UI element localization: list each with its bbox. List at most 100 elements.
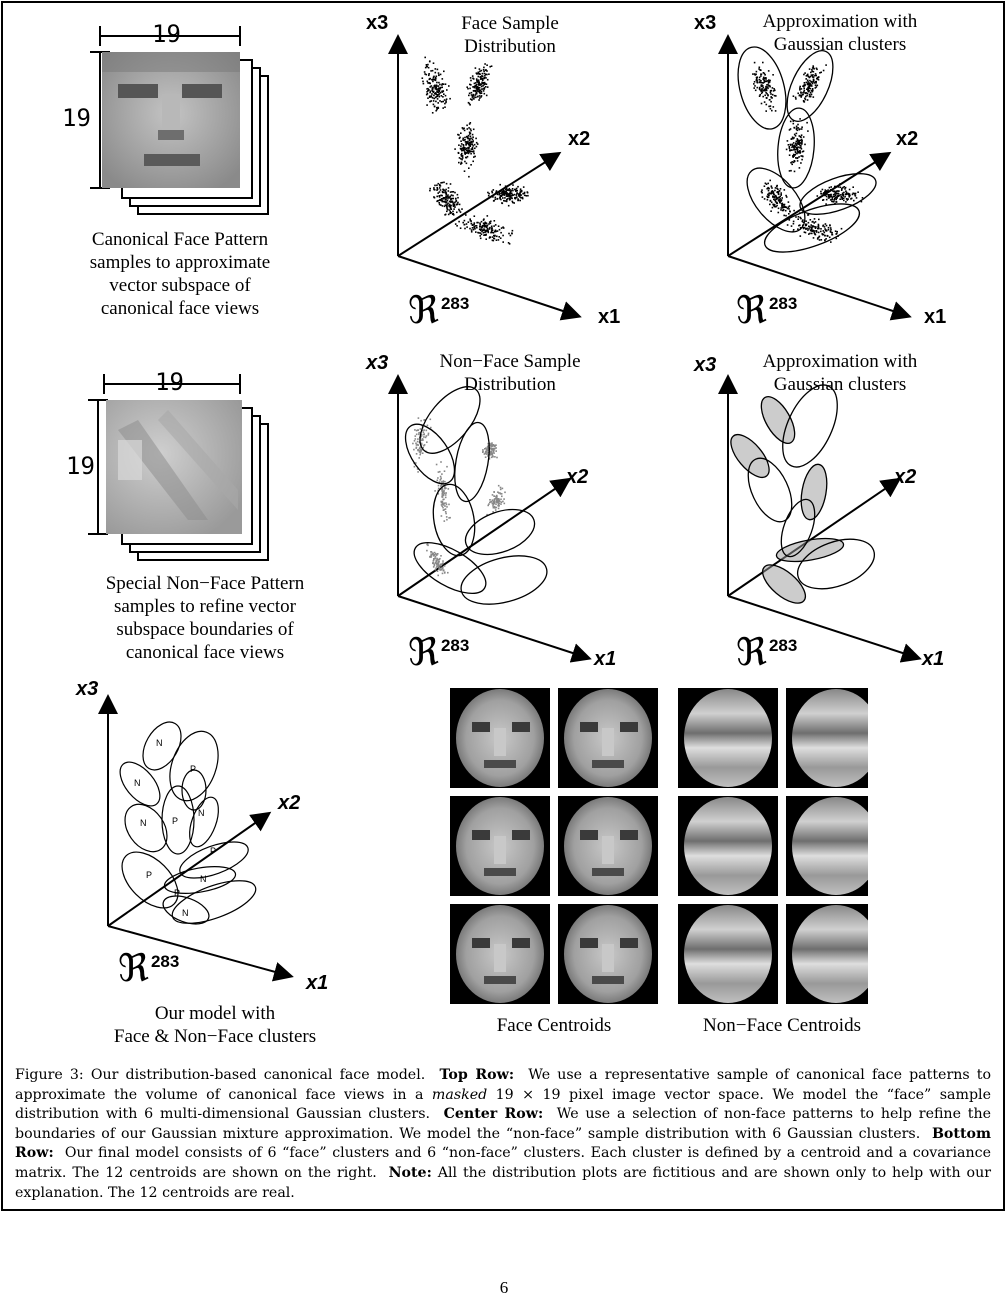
scatter-dot xyxy=(814,74,816,77)
scatter-dot xyxy=(816,68,818,71)
scatter-dot xyxy=(436,106,438,109)
scatter-dot xyxy=(446,203,448,206)
scatter-dot xyxy=(501,194,504,196)
nonface-approx-axes xyxy=(718,374,922,663)
scatter-dot xyxy=(817,227,819,230)
scatter-dot xyxy=(764,74,766,76)
scatter-dot xyxy=(486,225,488,228)
scatter-dot xyxy=(835,190,838,192)
scatter-dot xyxy=(417,438,419,440)
scatter-dot xyxy=(468,149,471,152)
scatter-dot xyxy=(503,502,506,505)
scatter-dot xyxy=(504,185,507,187)
scatter-dot xyxy=(827,197,830,199)
scatter-dot xyxy=(444,200,446,203)
scatter-dot xyxy=(428,95,431,98)
scatter-dot xyxy=(438,87,440,90)
scatter-dot xyxy=(792,137,794,140)
scatter-dot xyxy=(844,193,847,196)
scatter-dot xyxy=(817,236,820,239)
scatter-dot xyxy=(490,231,493,233)
scatter-dot xyxy=(436,184,438,187)
scatter-dot xyxy=(491,448,493,451)
scatter-dot xyxy=(835,198,837,201)
scatter-dot xyxy=(831,196,834,199)
scatter-dot xyxy=(762,89,765,92)
scatter-dot xyxy=(448,209,451,211)
scatter-dot xyxy=(857,191,859,193)
scatter-dot xyxy=(468,147,470,149)
scatter-dot xyxy=(799,146,801,149)
scatter-dot xyxy=(438,90,441,93)
scatter-dot xyxy=(780,209,782,211)
scatter-dot xyxy=(835,192,837,194)
scatter-dot xyxy=(814,227,817,229)
scatter-dot xyxy=(469,122,472,124)
scatter-dot xyxy=(806,94,808,97)
scatter-dot xyxy=(835,237,838,240)
scatter-dot xyxy=(812,229,814,232)
scatter-dot xyxy=(830,195,833,198)
scatter-dot xyxy=(468,137,470,140)
scatter-dot xyxy=(489,454,492,456)
scatter-dot xyxy=(471,96,474,98)
scatter-dot xyxy=(432,62,435,64)
scatter-dot xyxy=(492,500,494,503)
scatter-dot xyxy=(830,228,832,231)
scatter-dot xyxy=(762,82,765,84)
scatter-dot xyxy=(509,234,512,237)
scatter-dot xyxy=(470,84,472,86)
scatter-dot xyxy=(443,498,445,501)
scatter-dot xyxy=(472,136,474,138)
scatter-dot xyxy=(504,192,506,195)
scatter-dot xyxy=(493,220,496,222)
scatter-dot xyxy=(485,94,488,97)
scatter-dot xyxy=(456,211,458,214)
scatter-dot xyxy=(467,87,469,90)
scatter-dot xyxy=(466,86,468,88)
scatter-dot xyxy=(789,210,791,212)
scatter-dot xyxy=(493,237,495,240)
scatter-dot xyxy=(803,231,806,233)
scatter-dot xyxy=(446,199,449,202)
scatter-dot xyxy=(436,108,438,111)
scatter-dot xyxy=(504,491,506,494)
scatter-dot xyxy=(777,192,780,194)
scatter-dot xyxy=(829,227,832,229)
face-centroid xyxy=(558,796,658,896)
scatter-dot xyxy=(438,94,440,96)
scatter-dot xyxy=(428,73,430,75)
scatter-dot xyxy=(766,80,768,82)
scatter-dot xyxy=(504,200,506,202)
scatter-dot xyxy=(515,187,518,190)
scatter-dot xyxy=(463,170,466,172)
scatter-dot xyxy=(834,196,837,199)
scatter-dot xyxy=(437,471,440,473)
scatter-dot xyxy=(463,139,465,142)
scatter-dot xyxy=(829,189,832,191)
scatter-dot xyxy=(475,83,478,86)
scatter-dot xyxy=(423,429,425,431)
scatter-dot xyxy=(847,198,849,200)
scatter-dot xyxy=(802,136,805,138)
scatter-dot xyxy=(443,492,446,494)
scatter-dot xyxy=(845,198,848,200)
scatter-dot xyxy=(768,105,770,108)
scatter-dot xyxy=(445,101,447,104)
scatter-dot xyxy=(420,443,423,446)
scatter-dot xyxy=(413,448,415,451)
scatter-dot xyxy=(818,239,821,241)
scatter-dot xyxy=(435,567,437,569)
scatter-dot xyxy=(433,564,436,567)
scatter-dot xyxy=(805,220,807,222)
scatter-dot xyxy=(767,82,770,84)
scatter-dot xyxy=(442,506,444,509)
scatter-dot xyxy=(807,221,810,224)
scatter-dot xyxy=(827,226,830,229)
scatter-dot xyxy=(778,199,781,201)
scatter-dot xyxy=(804,83,806,86)
scatter-dot xyxy=(825,230,828,232)
scatter-dot xyxy=(447,488,450,490)
scatter-dot xyxy=(790,161,792,164)
scatter-dot xyxy=(465,143,467,145)
